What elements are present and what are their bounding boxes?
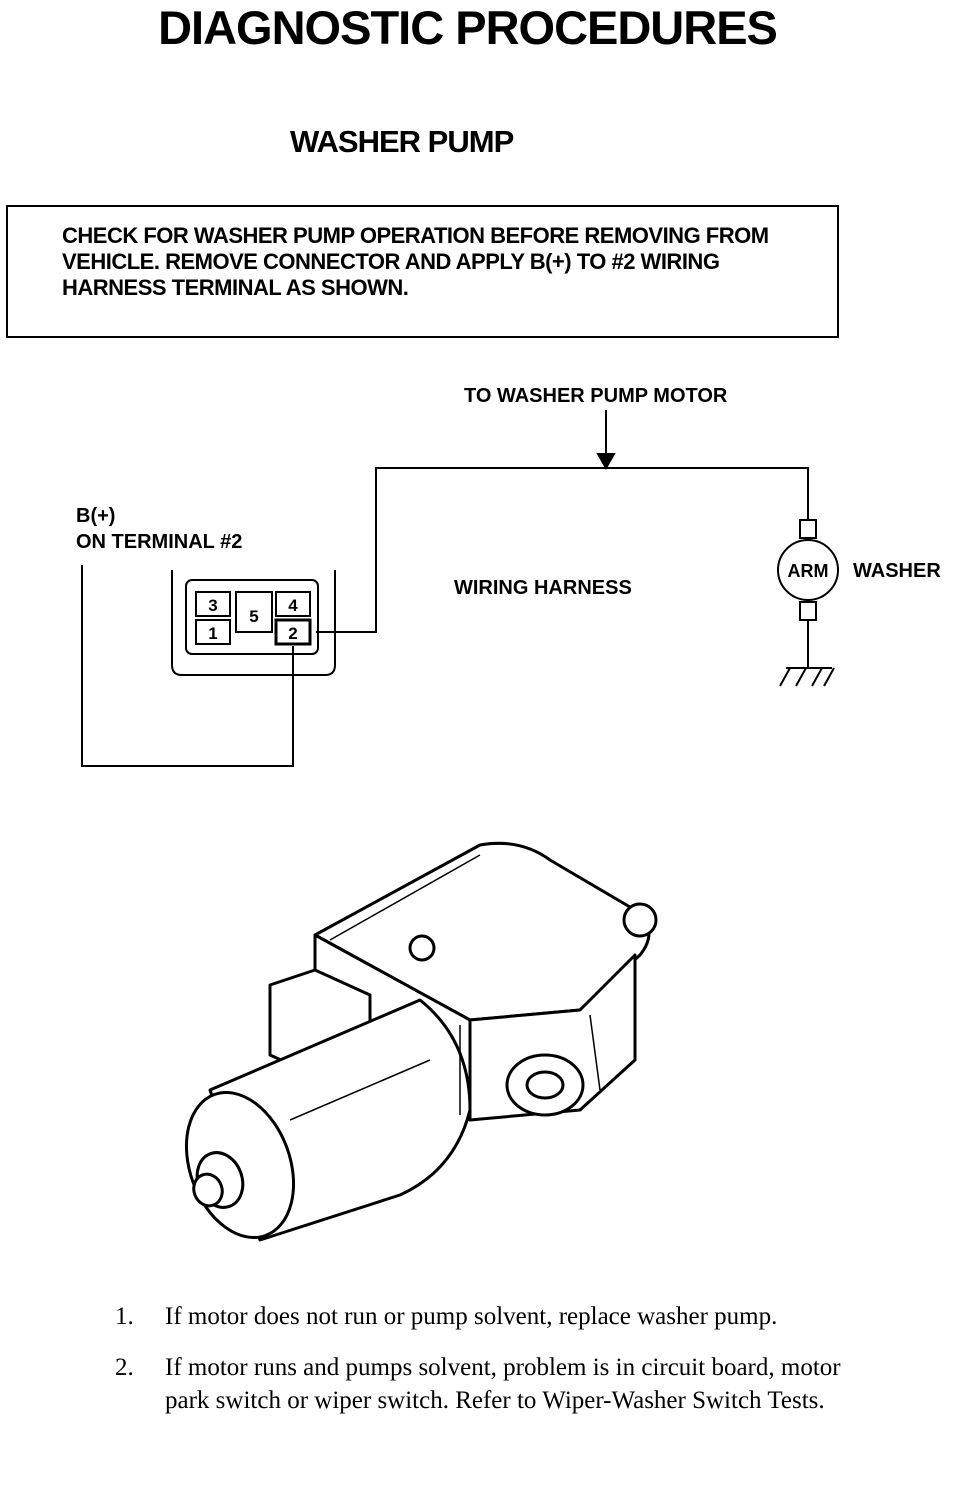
bplus-lead-wire <box>81 565 294 767</box>
section-title: WASHER PUMP <box>290 124 514 159</box>
motor-label: TO WASHER PUMP MOTOR <box>464 385 728 407</box>
arm-label: ARM <box>788 561 829 581</box>
procedure-steps: 1. If motor does not run or pump solvent… <box>115 1300 855 1435</box>
list-item: 2. If motor runs and pumps solvent, prob… <box>115 1351 855 1417</box>
bplus-label: B(+) <box>76 505 115 527</box>
terminal-3-label: 3 <box>208 596 217 615</box>
motor-shaft <box>192 1172 224 1208</box>
motor-top-lead <box>799 519 817 539</box>
harness-wire <box>316 467 809 633</box>
step-text: If motor does not run or pump solvent, r… <box>165 1303 778 1330</box>
list-item: 1. If motor does not run or pump solvent… <box>115 1300 855 1333</box>
caution-box: CHECK FOR WASHER PUMP OPERATION BEFORE R… <box>6 205 839 338</box>
step-number: 2. <box>115 1354 134 1381</box>
connector-outer <box>171 570 336 676</box>
cover-screw <box>408 934 436 962</box>
motor-arrow-head <box>596 453 616 471</box>
terminal-2 <box>274 618 312 646</box>
terminal-4-label: 4 <box>288 596 298 615</box>
terminal-2-label: 2 <box>288 624 297 643</box>
caution-text: CHECK FOR WASHER PUMP OPERATION BEFORE R… <box>62 223 769 300</box>
harness-label: WIRING HARNESS <box>454 577 632 599</box>
motor-bottom-lead <box>799 601 817 621</box>
wiring-diagram: 3 5 4 1 2 TO WASHER PUMP MOTOR B(+) ON T… <box>76 385 941 767</box>
terminal-4 <box>275 591 311 617</box>
terminal-1 <box>195 619 231 645</box>
washer-label: WASHER <box>853 560 941 582</box>
step-number: 1. <box>115 1303 134 1330</box>
step-text: If motor runs and pumps solvent, problem… <box>165 1354 841 1414</box>
terminal-5 <box>235 591 273 633</box>
washer-motor-symbol <box>777 539 839 601</box>
terminal-3 <box>195 591 231 617</box>
connector-housing <box>185 579 319 655</box>
washer-pump-illustration <box>184 841 658 1242</box>
terminal-1-label: 1 <box>208 624 217 643</box>
terminal-5-label: 5 <box>249 607 258 626</box>
corner-screw <box>622 902 658 938</box>
page-title: DIAGNOSTIC PROCEDURES <box>158 1 778 54</box>
bplus-terminal-label: ON TERMINAL #2 <box>76 531 242 553</box>
